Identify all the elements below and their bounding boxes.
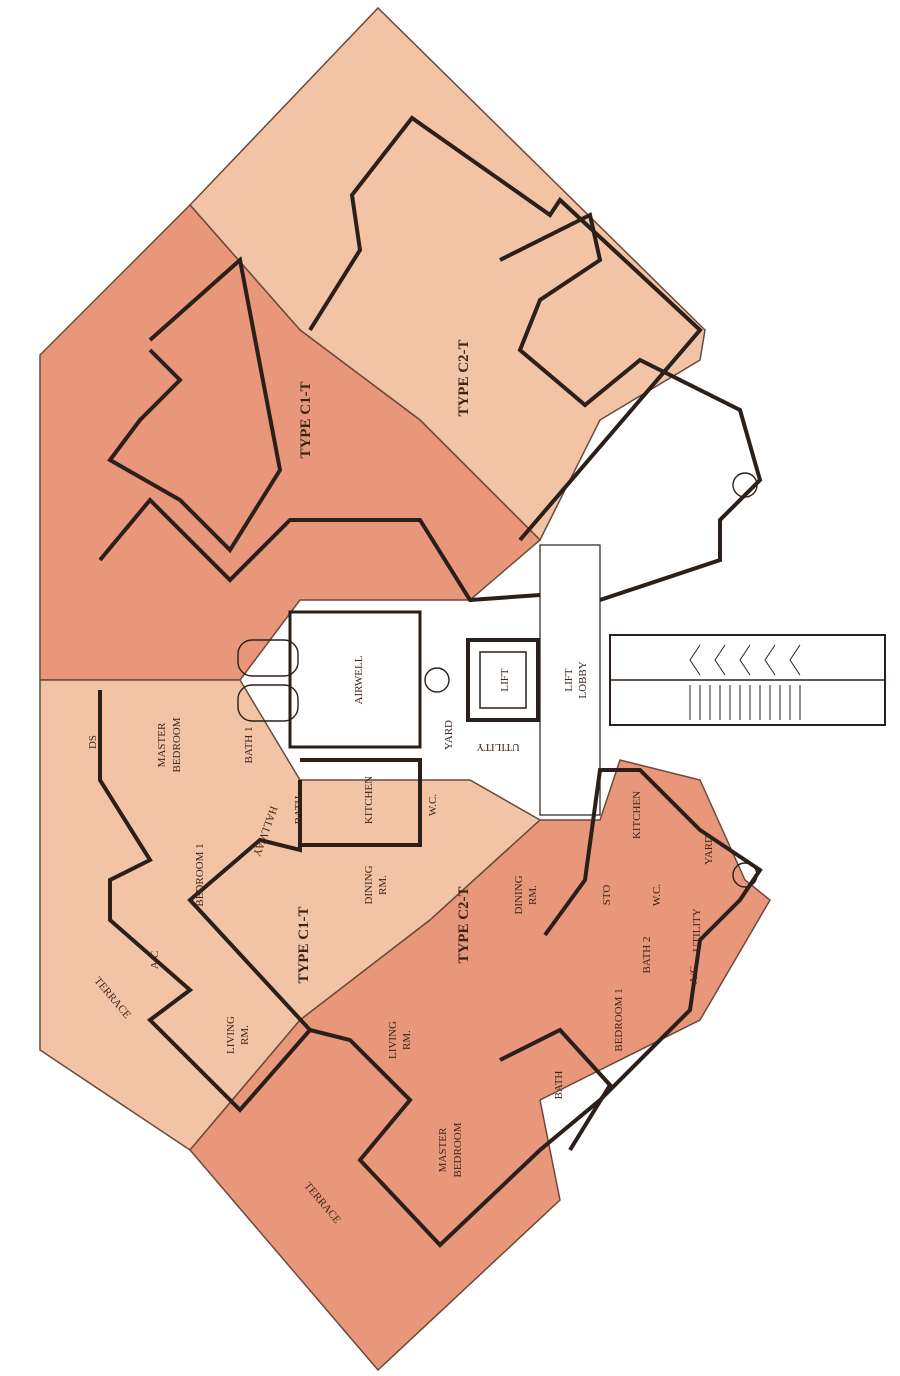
wall-c1-lower-core [298,758,422,847]
bedroom1-label: BEDROOM 1 [194,843,206,906]
bath1-label: BATH 1 [243,727,255,764]
wall-c1-lower [98,690,313,1113]
master-bedroom-label-2: BEDROOM [171,717,183,772]
wall-c2-upper [308,115,703,542]
yard-label: YARD [703,835,715,865]
living-label-1: LIVING [225,1016,237,1054]
bathtub [237,639,299,677]
wall-c2-upper-wet [499,212,763,602]
dining-label-2: RM. [527,885,539,905]
washer-icon [732,862,758,888]
dining-label-1: DINING [363,865,375,904]
airwell-label: AIRWELL [353,655,365,704]
lift-lobby-area [539,544,601,816]
unit-label-c1-upper: TYPE C1-T [298,381,314,458]
washer-icon [732,472,758,498]
utility-label: UTILITY [476,741,519,753]
bath-label: BATH [293,796,305,825]
master-bedroom-label-2: BEDROOM [452,1122,464,1177]
kitchen-label: KITCHEN [363,776,375,824]
unit-label-c2-upper: TYPE C2-T [456,339,472,416]
master-bedroom-label-1: MASTER [156,722,168,767]
living-label-2: RM. [239,1025,251,1045]
living-label-1: LIVING [387,1021,399,1059]
kitchen-label: KITCHEN [631,791,643,839]
unit-label-c1-lower: TYPE C1-T [296,906,312,983]
ac-label: A/C [149,951,161,969]
yard-label: YARD [443,720,455,750]
unit-label-c2-lower: TYPE C2-T [456,886,472,963]
wall-c1-upper [107,256,283,554]
lift-car [479,651,527,709]
bath2-label: BATH 2 [641,937,653,974]
wc-label: W.C. [427,794,439,816]
lift-label: LIFT [499,668,511,692]
lift-lobby-label-1: LIFT [563,668,575,692]
living-label-2: RM. [401,1030,413,1050]
washer-icon [424,667,450,693]
ds-label: DS [87,735,99,749]
dining-label-2: RM. [377,875,389,895]
bedroom1-label: BEDROOM 1 [613,988,625,1051]
dining-label-1: DINING [513,875,525,914]
wall-c2-lower [309,768,763,1248]
ac-label: A/C [688,966,700,984]
wall-c2-lower-bath [499,1027,613,1152]
wall-c1-upper-2 [98,497,541,603]
airwell-area [288,610,422,749]
utility-label: UTILITY [691,908,703,951]
bath-label: BATH [553,1071,565,1100]
wc-label: W.C. [651,884,663,906]
bathtub [237,684,299,722]
zone-c2-lower [189,759,771,1372]
lift-lobby-label-2: LOBBY [577,661,589,698]
sto-label: STO [601,885,613,906]
stair-treads [689,644,801,720]
master-bedroom-label-1: MASTER [437,1127,449,1172]
